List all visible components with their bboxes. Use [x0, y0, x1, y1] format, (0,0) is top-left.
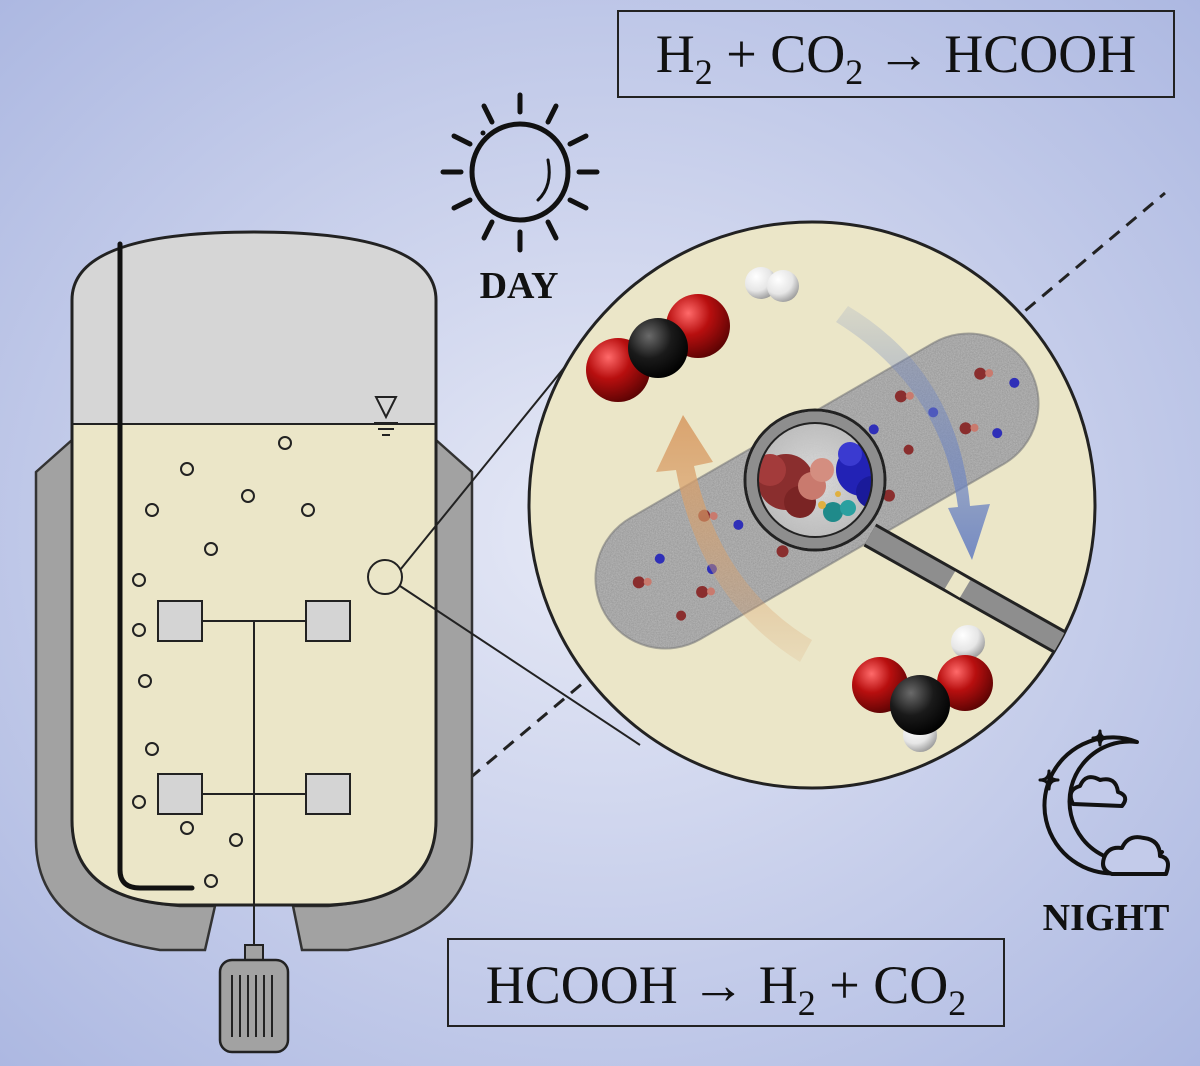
night-arrow [836, 306, 990, 560]
h2-molecule [745, 267, 799, 302]
equation-term: → HCOOH [863, 24, 1136, 84]
sun-icon [440, 92, 600, 253]
gas-sparger-pipe [117, 241, 195, 891]
equation-term: + CO [816, 955, 948, 1015]
bioreactor-vessel [34, 230, 474, 1054]
impeller-blade [305, 773, 351, 815]
day-reaction-equation: H2 + CO2 → HCOOH [656, 24, 1136, 92]
reactor-wall [70, 230, 438, 907]
equation-term: H [656, 24, 695, 84]
reactor-headspace [72, 232, 436, 424]
equation-term: HCOOH → H [486, 955, 798, 1015]
day-reaction-box: H2 + CO2 → HCOOH [617, 10, 1175, 98]
moon-clouds-icon [1038, 729, 1170, 876]
zoom-spot [367, 559, 403, 595]
impeller-blade [157, 773, 203, 815]
equation-subscript: 2 [948, 983, 966, 1023]
night-reaction-equation: HCOOH → H2 + CO2 [486, 955, 966, 1023]
day-night-divider [469, 191, 1166, 780]
day-arrow [656, 415, 812, 662]
impeller-blade [305, 600, 351, 642]
co2-molecule [586, 294, 730, 402]
stirrer-motor [218, 944, 290, 1054]
day-label: DAY [480, 265, 559, 307]
equation-term: + CO [713, 24, 845, 84]
zoom-line-bottom [399, 585, 641, 746]
liquid-level-symbol [374, 396, 398, 436]
equation-subscript: 2 [695, 52, 713, 92]
zoom-circle [527, 220, 1097, 790]
impeller-blade [157, 600, 203, 642]
night-label: NIGHT [1043, 897, 1170, 939]
formic-acid-molecule [852, 625, 993, 752]
magnifying-glass-icon [743, 408, 1081, 662]
equation-subscript: 2 [845, 52, 863, 92]
equation-subscript: 2 [798, 983, 816, 1023]
night-reaction-box: HCOOH → H2 + CO2 [447, 938, 1005, 1027]
gas-bubbles [132, 436, 315, 888]
